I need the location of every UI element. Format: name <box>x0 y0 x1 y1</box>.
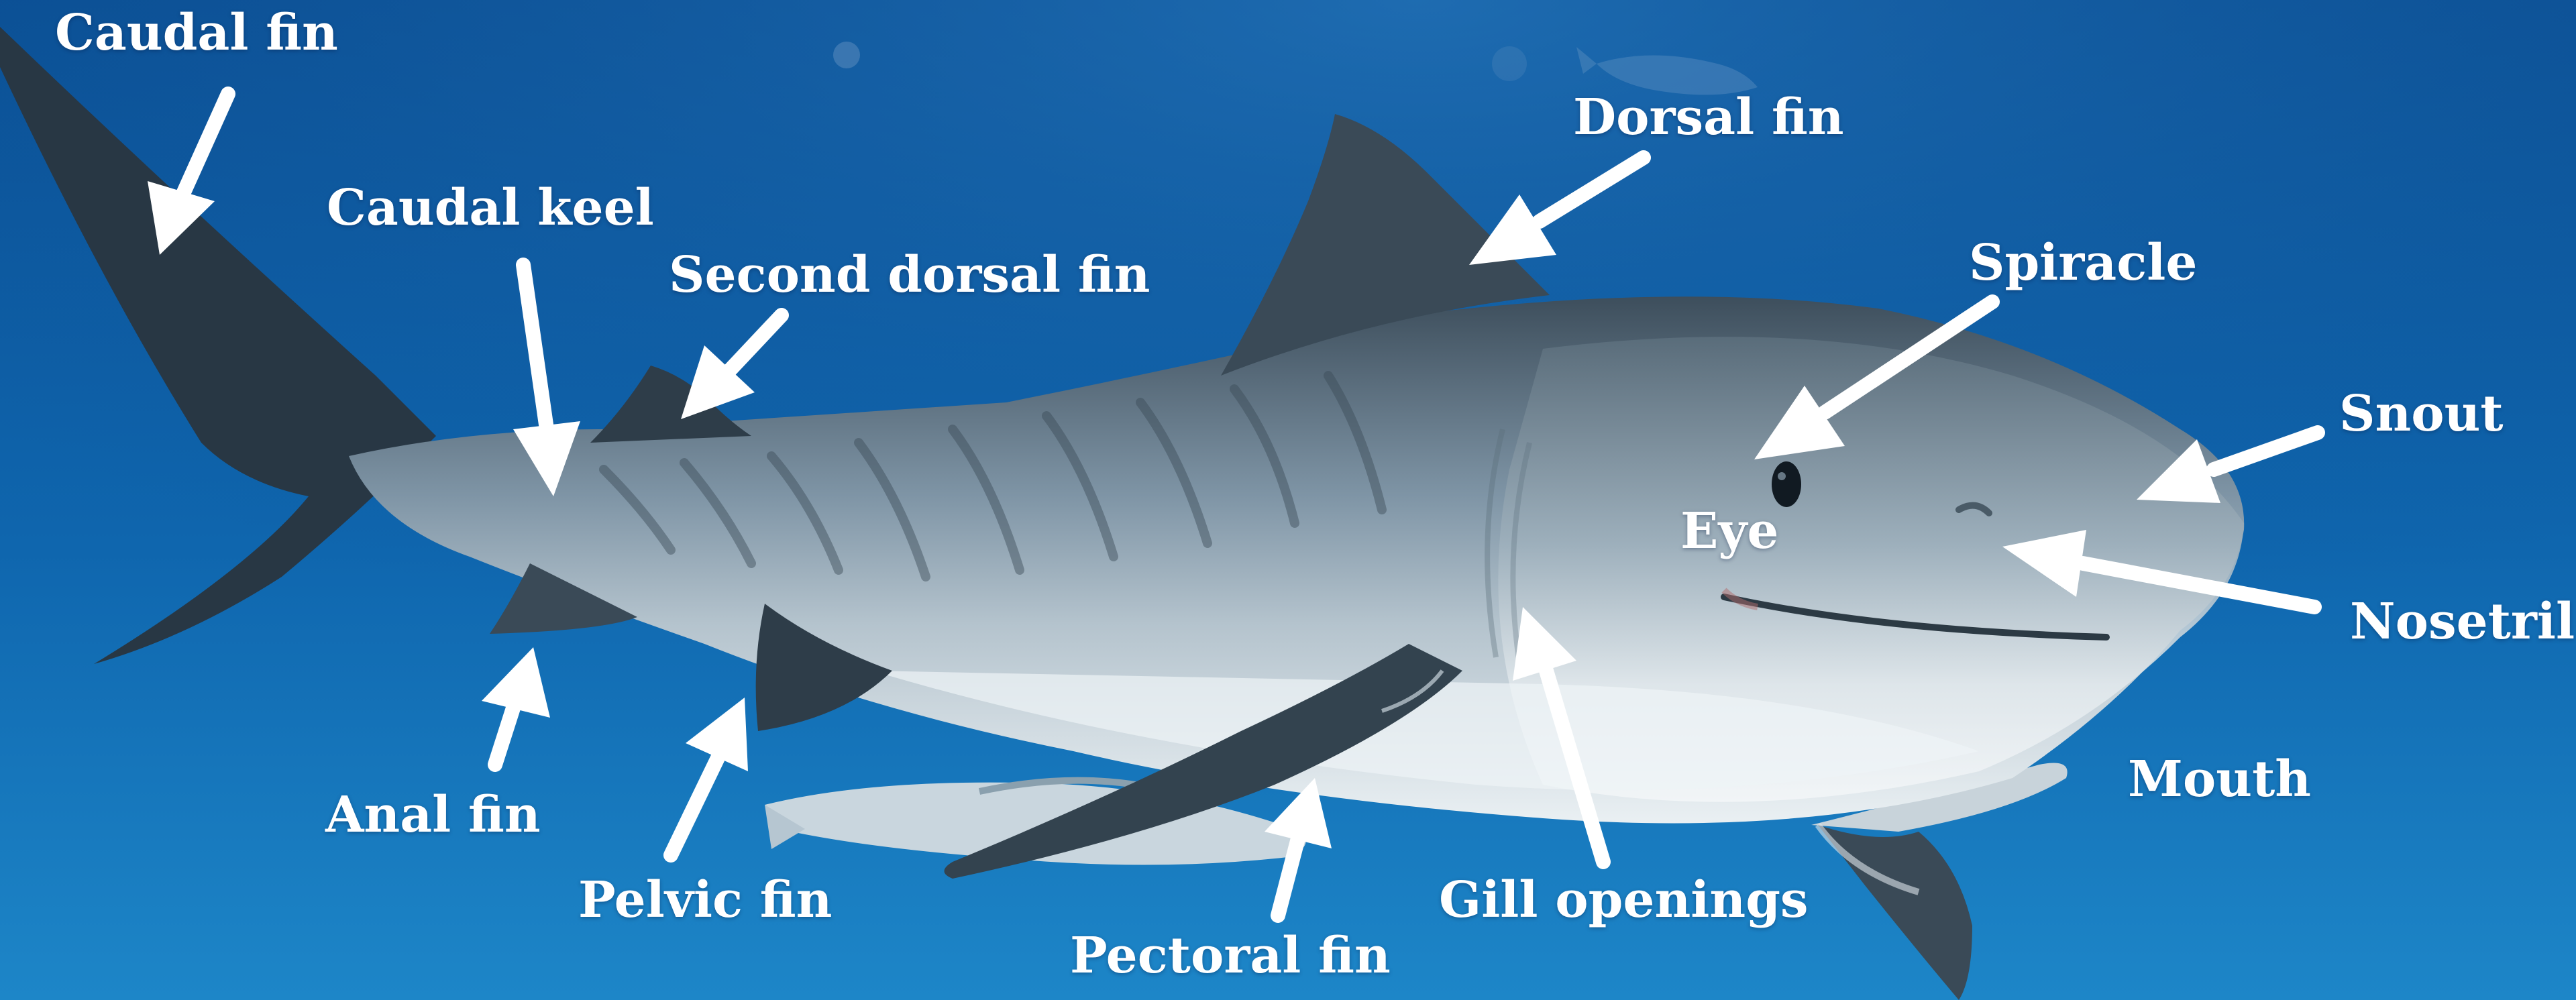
label-nosetril: Nosetril <box>2350 597 2575 647</box>
label-spiracle: Spiracle <box>1969 238 2197 288</box>
label-dorsal-fin: Dorsal fin <box>1573 93 1844 142</box>
label-mouth: Mouth <box>2128 755 2311 804</box>
eye-shape <box>1772 461 1801 507</box>
label-gill-openings: Gill openings <box>1439 875 1809 925</box>
label-pelvic-fin: Pelvic fin <box>578 875 832 925</box>
label-snout: Snout <box>2339 389 2504 439</box>
label-pectoral-fin: Pectoral fin <box>1070 931 1391 981</box>
label-caudal-fin: Caudal fin <box>55 8 338 58</box>
label-anal-fin: Anal fin <box>325 790 541 840</box>
label-eye: Eye <box>1680 506 1778 556</box>
label-caudal-keel: Caudal keel <box>327 183 654 233</box>
label-second-dorsal-fin: Second dorsal fin <box>669 250 1150 300</box>
